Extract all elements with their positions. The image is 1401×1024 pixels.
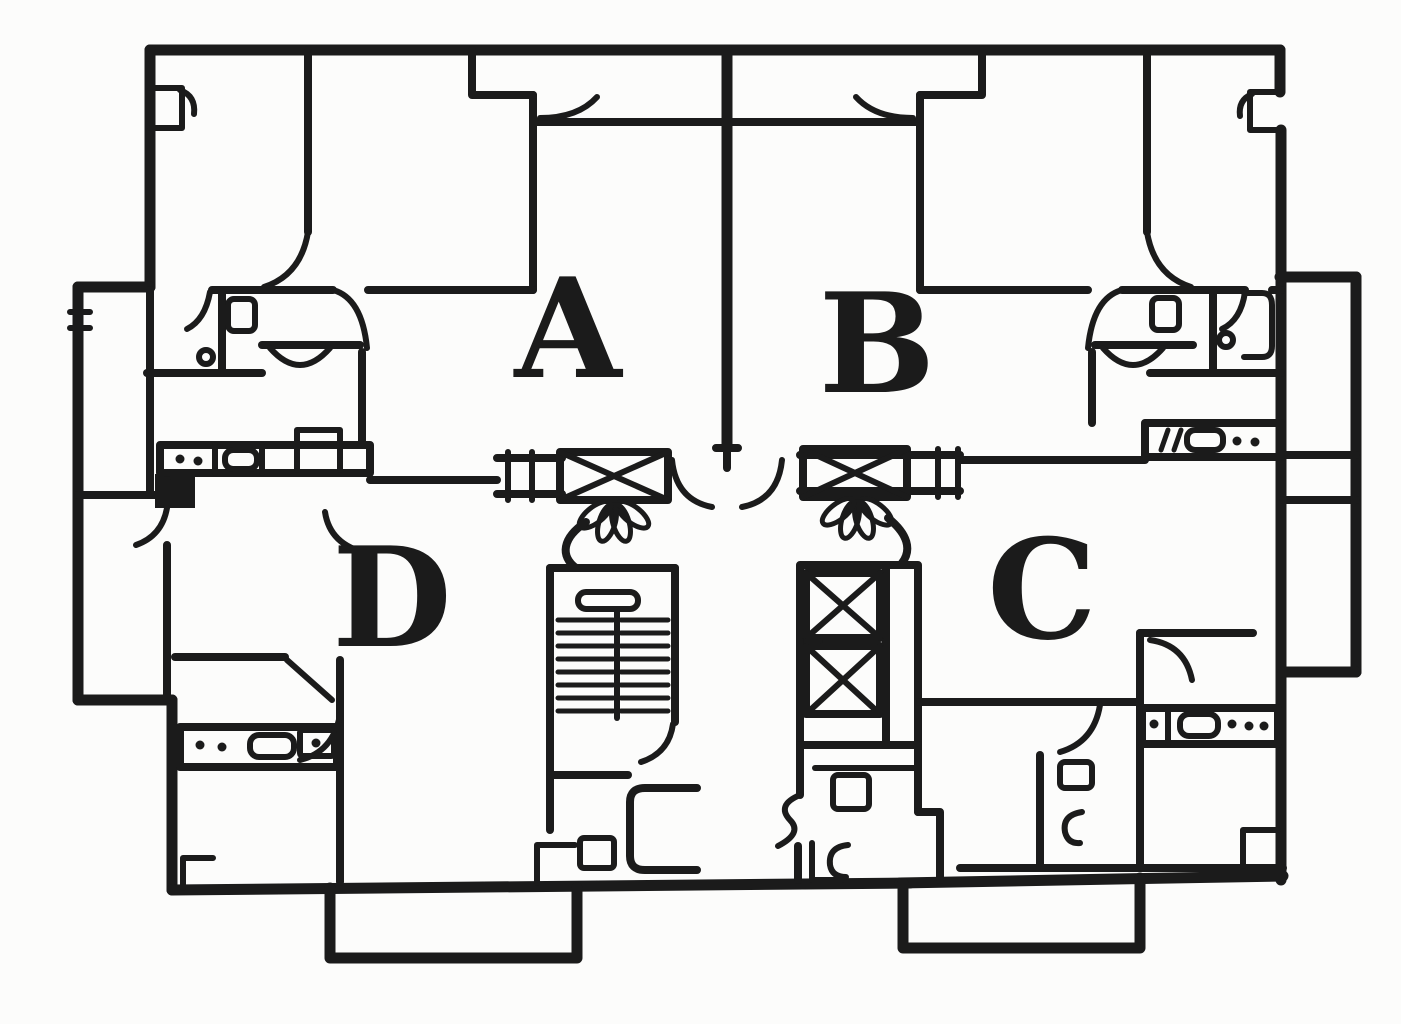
door-zigzag — [775, 792, 803, 849]
unit-b-walls — [916, 46, 1285, 427]
burner-icon — [1244, 721, 1254, 731]
shaft-box — [809, 840, 845, 883]
door-arc-c-hall — [1057, 702, 1103, 755]
unit-c-wc — [1057, 759, 1095, 847]
sink-icon — [267, 345, 333, 368]
door-arc-foyer-a — [537, 94, 600, 121]
core-wc-right — [775, 741, 944, 884]
burner-icon — [193, 456, 203, 466]
burner-icon — [175, 454, 185, 464]
unit-c-counter — [1138, 704, 1282, 748]
vent-shaft-right — [799, 445, 911, 501]
burner-icon — [195, 740, 205, 750]
sink-basin-icon — [222, 447, 260, 472]
sink-icon — [1100, 345, 1166, 368]
door-arc-a-hall — [330, 287, 370, 351]
unit-c-walls — [916, 629, 1287, 872]
burner-icon — [311, 738, 321, 748]
bathtub-icon — [626, 784, 701, 874]
unit-a-counter — [156, 427, 374, 477]
sink-basin-icon — [247, 732, 297, 760]
corridor-wall-right — [796, 446, 1149, 500]
door-arc-a-wing — [184, 289, 213, 332]
foyer-walls — [468, 46, 986, 294]
bottom-left-balcony — [324, 882, 583, 964]
toilet-icon — [1149, 295, 1182, 333]
wall-link-stair — [561, 518, 590, 572]
toilet-icon — [225, 296, 258, 334]
window-ticks-left-wing — [67, 309, 93, 331]
stair-treads — [555, 609, 671, 721]
unit-b-wc — [1100, 290, 1275, 368]
unit-a-wc — [196, 296, 333, 368]
door-arc-b-hall — [1085, 287, 1125, 351]
toilet-icon — [830, 772, 872, 812]
drain-icon — [1216, 330, 1236, 350]
sink-basin-icon — [1184, 427, 1226, 453]
stove-icon — [297, 727, 337, 759]
elevator-shaft — [796, 561, 922, 749]
basin-icon — [1061, 809, 1085, 847]
door-arc-d-entry — [322, 509, 370, 556]
burner-icon — [1259, 721, 1269, 731]
corner-step — [1240, 827, 1281, 869]
door-leaf-d-bedroom — [284, 657, 335, 703]
central-party-wall — [712, 44, 742, 472]
unit-a-walls — [143, 46, 537, 499]
window-notch-top-left — [147, 85, 198, 131]
shaft-box — [534, 842, 578, 886]
sink-basin-icon — [1177, 711, 1221, 739]
basin-icon — [826, 842, 851, 880]
unit-c-label: C — [987, 508, 1097, 671]
elevator-cab-lower — [802, 642, 884, 718]
staircase — [546, 564, 679, 834]
vent-shaft-left — [556, 448, 672, 504]
door-arc-stair — [638, 721, 676, 765]
door-arc-a-bedroom — [261, 229, 311, 290]
corner-step — [180, 855, 216, 891]
burner-icon — [217, 742, 227, 752]
core-wc-left — [534, 771, 701, 886]
wall-link-elevator — [884, 514, 912, 567]
door-arc-b-bedroom — [1144, 229, 1194, 290]
corridor-wall-left — [366, 449, 566, 503]
outer-walls — [67, 44, 1289, 896]
burner-icon — [1149, 719, 1159, 729]
door-arc-d-wing — [133, 505, 170, 548]
window-notch-top-right — [1236, 89, 1283, 133]
unit-b-label: B — [819, 262, 936, 425]
drain-icon — [196, 347, 216, 367]
unit-a-label: A — [512, 247, 623, 410]
entry-double-door — [669, 457, 785, 510]
door-arc-b-wing — [1219, 289, 1248, 332]
elevator-cab-upper — [802, 569, 884, 642]
burner-icon — [1232, 436, 1242, 446]
door-arc-foyer-b — [853, 94, 916, 121]
unit-d-label: D — [332, 516, 452, 679]
door-arc-c-kitchen — [1147, 637, 1195, 683]
toilet-icon — [577, 835, 617, 871]
wall-junction-blob — [155, 474, 195, 508]
right-wing-balcony — [1274, 271, 1362, 678]
stair-landing — [575, 589, 641, 612]
fridge-icon — [294, 427, 343, 473]
bottom-right-balcony — [897, 872, 1146, 954]
unit-d-counter — [176, 723, 341, 771]
bathtub-icon — [1241, 290, 1275, 360]
unit-b-counter — [1141, 419, 1285, 461]
burner-icon — [1250, 437, 1260, 447]
unit-d-walls — [133, 476, 370, 891]
toilet-icon — [1057, 759, 1095, 791]
burner-icon — [1227, 719, 1237, 729]
